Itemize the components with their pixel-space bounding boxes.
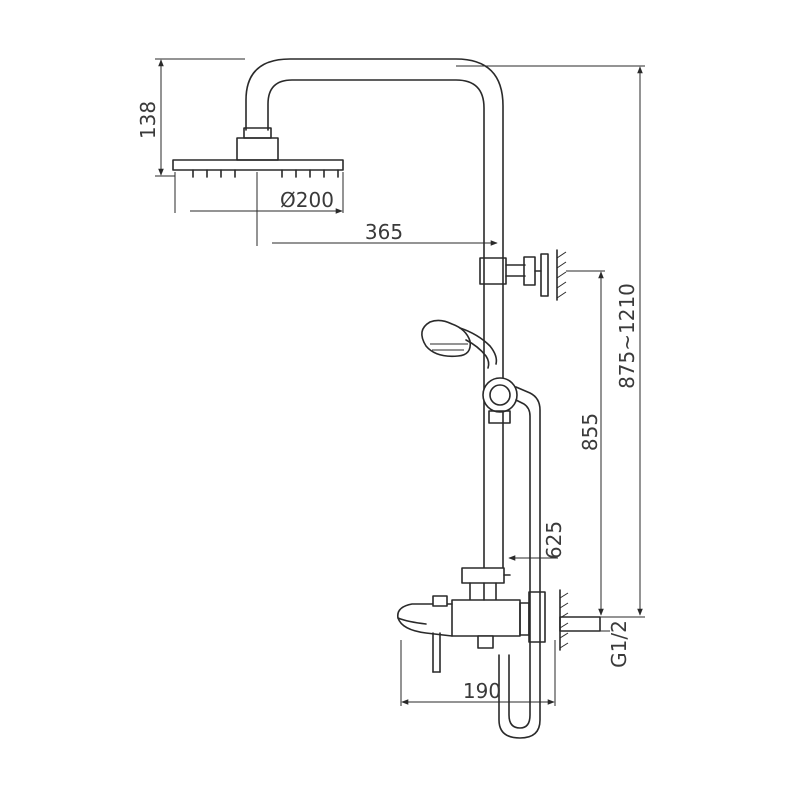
bath-mixer xyxy=(396,567,546,673)
shower-riser-pipe xyxy=(245,58,504,581)
shower-head xyxy=(172,127,344,178)
dim-inlet-thread: G1/2 xyxy=(607,620,631,668)
dim-overall-height: 875~1210 xyxy=(615,283,639,389)
dim-mixer-offset: 625 xyxy=(542,521,566,559)
dim-arm-reach: 365 xyxy=(365,220,403,244)
hand-shower xyxy=(421,319,498,369)
dim-bracket-height: 855 xyxy=(578,413,602,451)
flexible-hose xyxy=(498,386,541,739)
dim-spout-reach: 190 xyxy=(463,679,501,703)
wall-bracket xyxy=(479,249,567,301)
dim-head-diameter: Ø200 xyxy=(280,188,334,212)
wall-hatching xyxy=(556,251,567,299)
lower-wall xyxy=(559,589,601,651)
dimension-lines xyxy=(155,58,645,706)
dim-head-height: 138 xyxy=(136,101,160,139)
shower-head-nozzles xyxy=(192,169,339,178)
slider-holder xyxy=(482,377,518,424)
